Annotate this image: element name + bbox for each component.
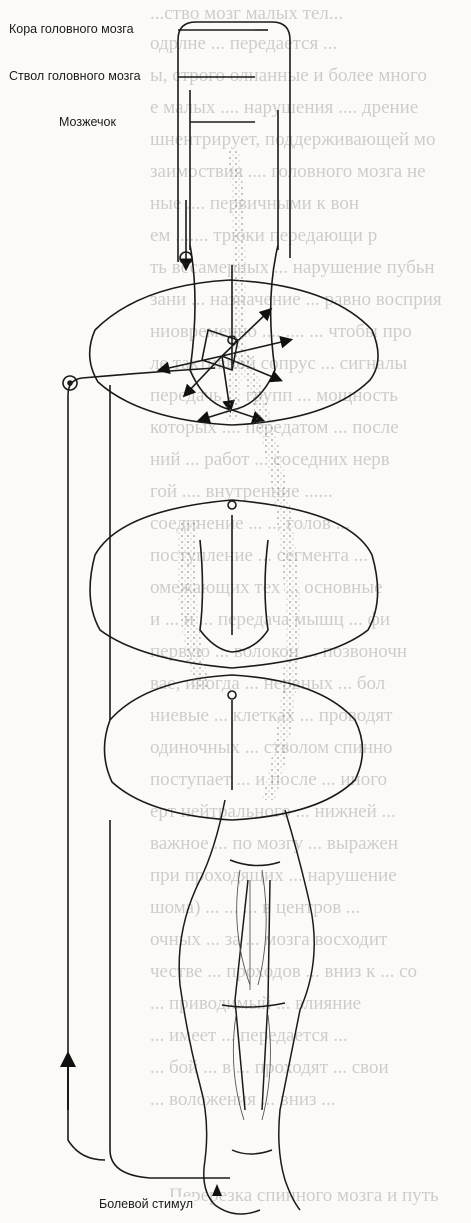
segment-3-outline xyxy=(104,675,362,820)
afferent-fiber xyxy=(68,378,105,1160)
descending-tract xyxy=(110,820,230,1178)
label-brainstem: Ствол головного мозга xyxy=(8,69,142,83)
label-cerebellum: Мозжечок xyxy=(58,115,117,129)
label-pain-stimulus: Болевой стимул xyxy=(98,1197,194,1211)
leg-figure xyxy=(179,800,314,1214)
segment-2-outline xyxy=(90,500,378,668)
tract-top-loop xyxy=(178,22,290,40)
stimulus-point xyxy=(212,1184,222,1196)
segment-2-core xyxy=(200,540,268,652)
label-cortex: Кора головного мозга xyxy=(8,22,135,36)
